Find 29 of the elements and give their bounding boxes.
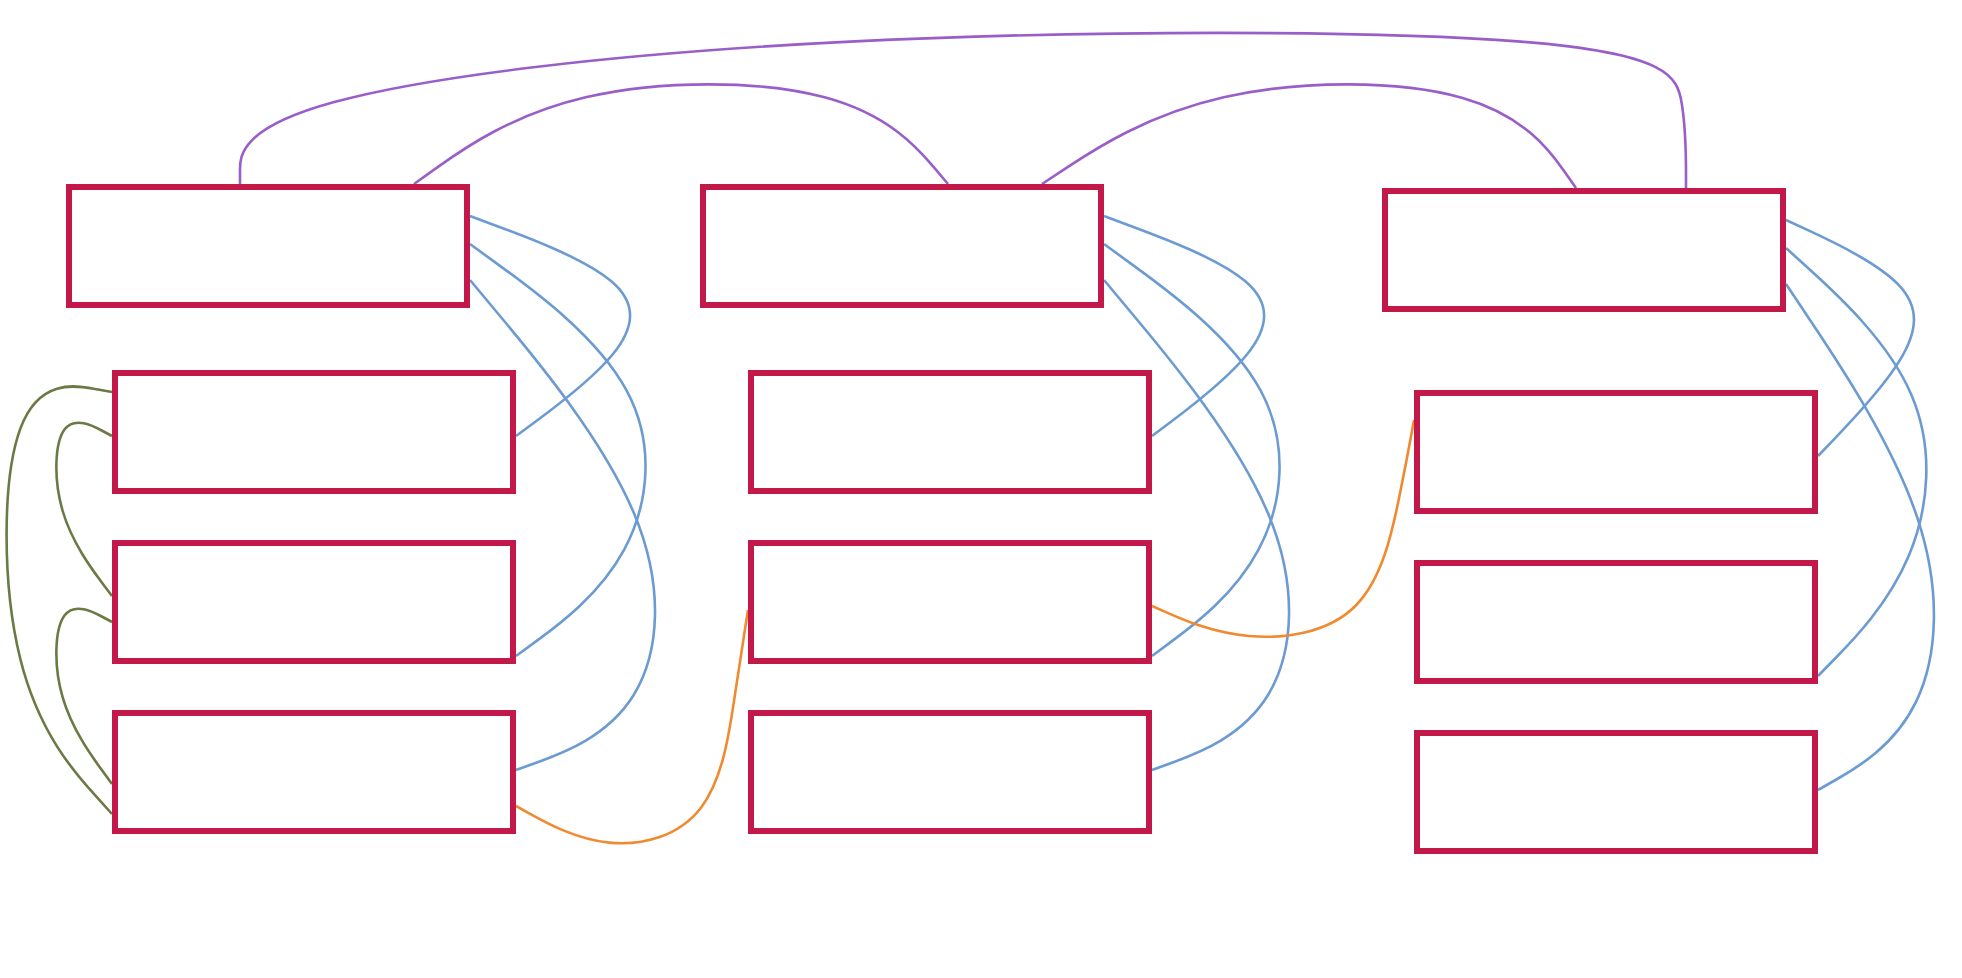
empty-box <box>66 184 470 308</box>
connector-line <box>1102 242 1281 658</box>
connector-line <box>1784 218 1916 458</box>
connector-line <box>55 421 114 598</box>
empty-box <box>112 370 516 494</box>
connector-line <box>514 608 750 845</box>
connector-line <box>1102 278 1291 772</box>
empty-box <box>700 184 1104 308</box>
connector-line <box>238 31 1688 190</box>
connector-line <box>1150 418 1416 639</box>
empty-box <box>1382 188 1786 312</box>
empty-box <box>1414 730 1818 854</box>
connector-line <box>468 278 657 772</box>
connector-line <box>412 83 950 186</box>
empty-box <box>748 370 1152 494</box>
connector-line <box>1040 83 1578 190</box>
connector-line <box>468 242 647 658</box>
connector-line <box>1784 282 1936 792</box>
empty-box <box>748 710 1152 834</box>
empty-box <box>1414 390 1818 514</box>
connector-line <box>55 607 114 786</box>
connector-line <box>1784 246 1928 678</box>
connector-line <box>5 385 114 816</box>
empty-box <box>748 540 1152 664</box>
empty-box <box>112 540 516 664</box>
connector-line <box>468 214 632 438</box>
connector-line <box>1102 214 1266 438</box>
empty-box <box>1414 560 1818 684</box>
empty-box <box>112 710 516 834</box>
